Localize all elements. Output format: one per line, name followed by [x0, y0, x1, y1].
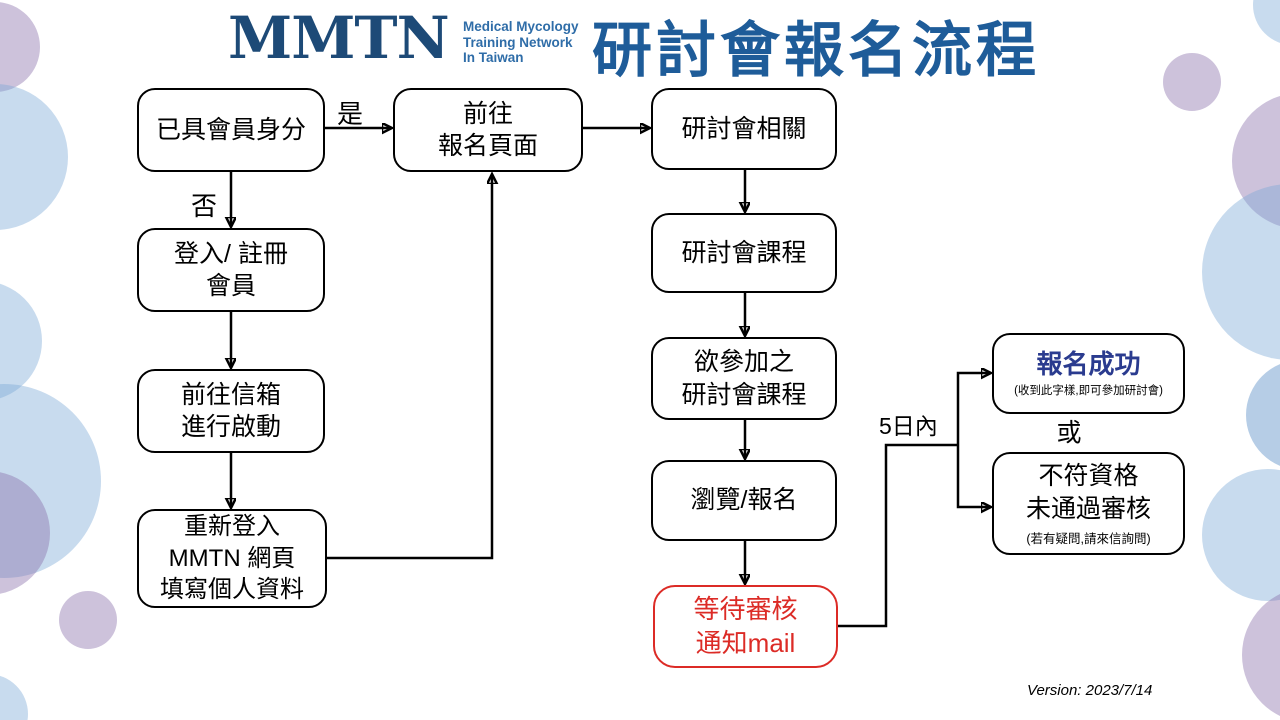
node-note: (收到此字樣,即可參加研討會)	[1014, 385, 1163, 398]
node-label: 報名成功	[1036, 348, 1141, 379]
tagline-line: Training Network	[463, 34, 573, 50]
node-seminar-related: 研討會相關	[651, 88, 837, 170]
node-label: 已具會員身分	[155, 115, 306, 144]
version-label: Version: 2023/7/14	[1027, 682, 1153, 699]
tagline-line: In Taiwan	[463, 50, 524, 65]
node-seminar-course: 研討會課程	[651, 213, 837, 293]
node-label: 欲參加之 研討會課程	[681, 348, 807, 409]
node-label: 前往 報名頁面	[437, 99, 538, 161]
node-label: 重新登入 MMTN 網頁 填寫個人資料	[160, 512, 304, 604]
edge-label-within-days: 5日內	[879, 413, 938, 439]
node-label: 登入/ 註冊 會員	[174, 239, 288, 301]
mmtn-logo-tagline: Medical Mycology Training Network In Tai…	[463, 19, 579, 66]
node-label: 研討會課程	[681, 238, 807, 267]
node-note: (若有疑問,請來信詢問)	[1026, 532, 1151, 546]
edge-label-or: 或	[1056, 419, 1082, 447]
node-label: 等待審核 通知mail	[693, 593, 798, 658]
edge-label-yes: 是	[337, 99, 364, 129]
node-label: 瀏覽/報名	[690, 486, 798, 515]
node-relogin-fill: 重新登入 MMTN 網頁 填寫個人資料	[137, 509, 327, 608]
node-wait-review: 等待審核 通知mail	[653, 585, 838, 668]
node-label: 研討會相關	[681, 114, 807, 143]
decor-circle	[1163, 53, 1221, 111]
node-desired-course: 欲參加之 研討會課程	[651, 337, 837, 420]
mmtn-logo: MMTN	[228, 4, 450, 72]
decor-circle	[59, 591, 117, 649]
node-login-register: 登入/ 註冊 會員	[137, 228, 325, 312]
node-fail: 不符資格 未通過審核 (若有疑問,請來信詢問)	[992, 452, 1185, 555]
node-success: 報名成功 (收到此字樣,即可參加研討會)	[992, 333, 1185, 414]
node-label: 前往信箱 進行啟動	[180, 380, 281, 442]
tagline-line: Medical Mycology	[463, 19, 579, 34]
page-title: 研討會報名流程	[592, 17, 1040, 84]
edge-label-no: 否	[191, 191, 218, 221]
node-goto-registration: 前往 報名頁面	[393, 88, 583, 172]
node-label: 不符資格 未通過審核	[1025, 462, 1151, 523]
node-mailbox-activate: 前往信箱 進行啟動	[137, 369, 325, 453]
node-member: 已具會員身分	[137, 88, 325, 172]
node-browse-register: 瀏覽/報名	[651, 460, 837, 541]
